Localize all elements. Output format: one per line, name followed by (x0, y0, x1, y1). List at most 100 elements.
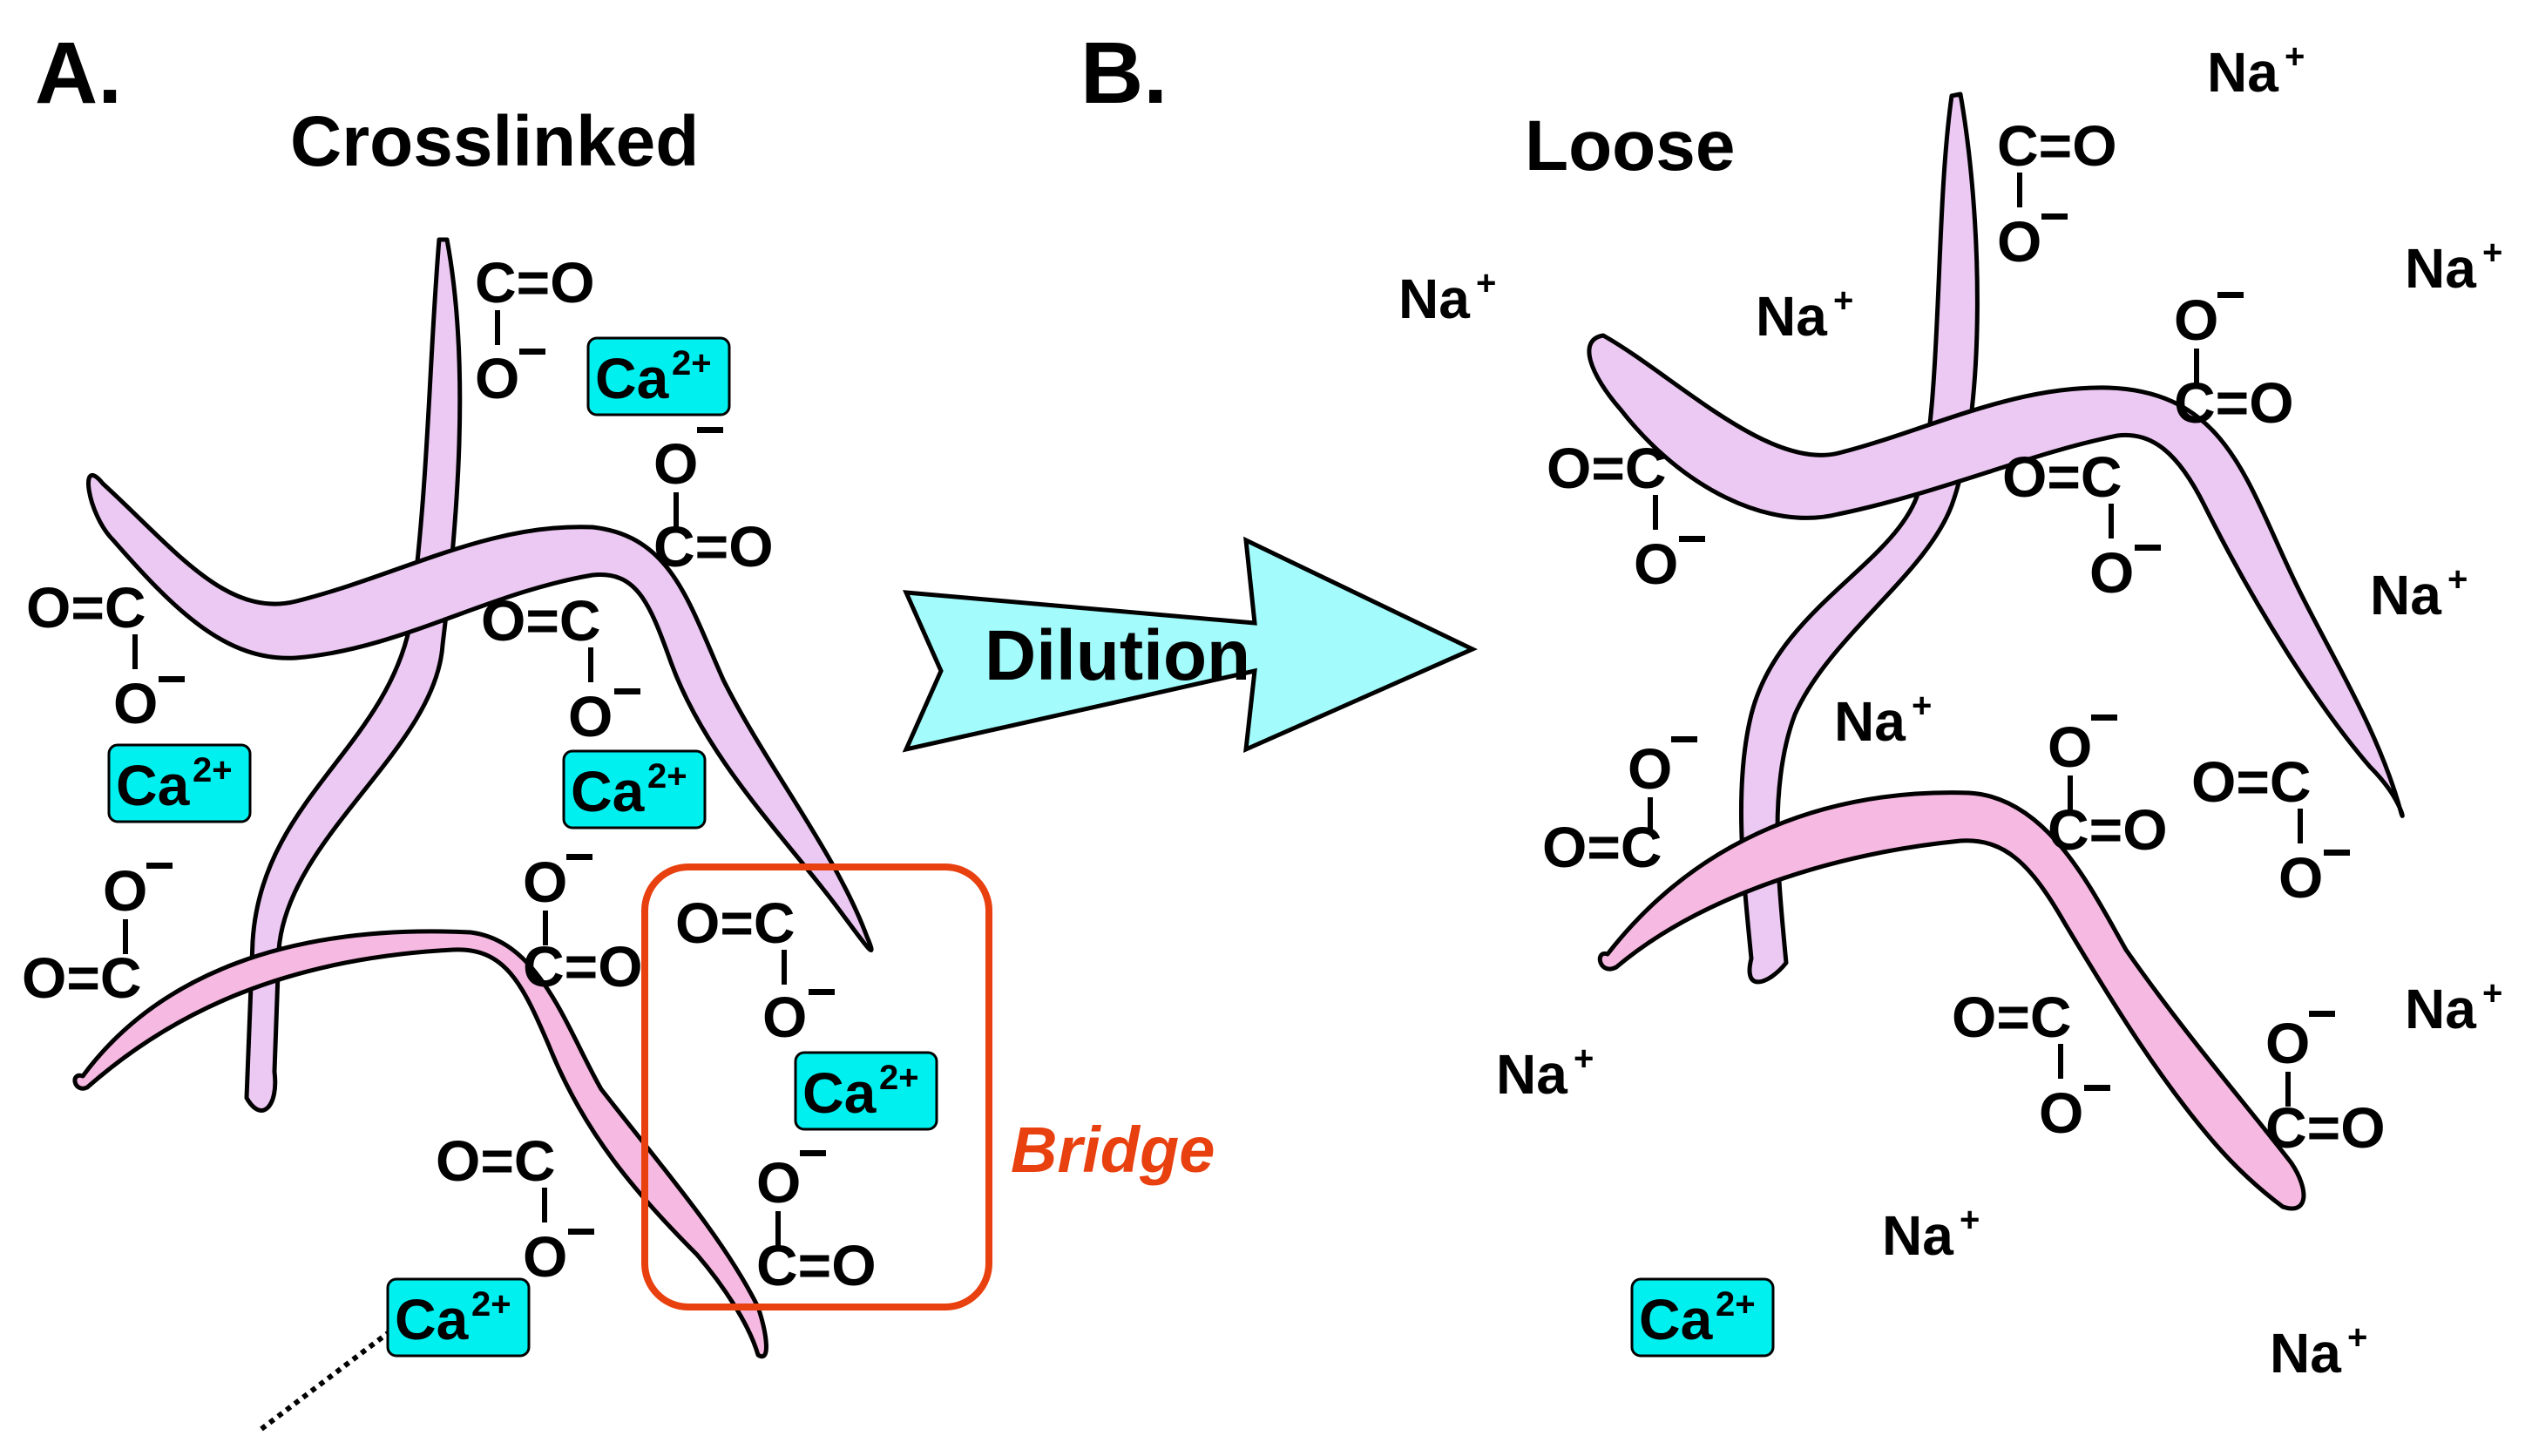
carboxylate-b6: O C=O (2048, 714, 2168, 862)
sodium-ion: Na+ (1834, 687, 1932, 753)
carboxylate-b2: O C=O (2174, 288, 2294, 435)
carbonyl-reverse-label: O=C (481, 588, 601, 653)
oxygen-label: O (2265, 1011, 2310, 1075)
sodium-ion: Na+ (1756, 281, 1853, 348)
oxygen-label: O (523, 1224, 567, 1289)
carbonyl-label: C=O (2048, 797, 2168, 862)
oxygen-label: O (2048, 714, 2092, 779)
bond-line (1653, 495, 1658, 530)
minus-sign (2091, 714, 2117, 721)
sodium-ion: Na+ (2370, 560, 2468, 626)
polymer-chains-b (1587, 91, 2405, 1211)
carbonyl-label: C=O (475, 250, 595, 315)
minus-sign (568, 1229, 594, 1235)
calcium-charge: 2+ (1716, 1285, 1756, 1324)
carboxylate-a2: O C=O (653, 427, 774, 579)
carbonyl-label: C=O (756, 1233, 877, 1297)
oxygen-label: O (756, 1150, 801, 1215)
minus-sign (146, 863, 173, 869)
minus-sign (519, 349, 545, 355)
carboxylate-a6: O C=O (523, 850, 643, 999)
oxygen-label: O (2278, 845, 2323, 910)
bond-line (2058, 1044, 2063, 1079)
carbonyl-reverse-label: O=C (436, 1128, 556, 1193)
calcium-ion-a1: Ca 2+ (586, 336, 731, 416)
sodium-charge: + (1912, 687, 1932, 725)
sodium-ion: Na+ (1882, 1201, 1980, 1267)
sodium-label: Na (2405, 978, 2476, 1040)
oxygen-label: O (2039, 1080, 2083, 1145)
polymer-chain-upper-b (1587, 333, 2405, 818)
carboxylate-a5: O O=C (22, 858, 173, 1010)
bridge-box (641, 863, 992, 1310)
sodium-ion: Na+ (2405, 974, 2502, 1040)
calcium-label: Ca (802, 1060, 877, 1125)
sodium-charge: + (1476, 264, 1496, 302)
polymer-chain-lower-b (1597, 790, 2306, 1211)
carbonyl-reverse-label: O=C (22, 945, 142, 1010)
calcium-label: Ca (1639, 1287, 1714, 1351)
bond-line (775, 1211, 781, 1246)
minus-sign (2041, 213, 2068, 220)
minus-sign (1671, 736, 1697, 742)
oxygen-label: O (523, 850, 567, 914)
calcium-ion-b1: Ca 2+ (1630, 1277, 1775, 1358)
calcium-label: Ca (571, 759, 646, 823)
minus-sign (800, 1150, 826, 1156)
panel-b-letter: B. (1080, 24, 1168, 122)
carbonyl-reverse-label: O=C (2191, 749, 2312, 814)
carboxylate-b8: O=C O (1952, 985, 2110, 1145)
calcium-charge: 2+ (879, 1059, 919, 1097)
panel-b: B. Loose C=O O O C=O O=C O O=C (1080, 24, 2502, 1385)
bond-line (2068, 775, 2073, 810)
carboxylate-b5: O O=C (1542, 736, 1697, 879)
sodium-charge: + (2482, 234, 2502, 272)
oxygen-label: O (2089, 540, 2134, 605)
oxygen-label: O (475, 346, 519, 410)
sodium-label: Na (2405, 237, 2476, 300)
minus-sign (2324, 850, 2350, 856)
minus-sign (1679, 536, 1705, 542)
minus-sign (2309, 1011, 2335, 1017)
oxygen-label: O (762, 985, 807, 1049)
minus-sign (697, 427, 723, 433)
polymer-chains-a (72, 237, 874, 1359)
carboxylate-b1: C=O O (1997, 113, 2117, 274)
panel-a: A. Crosslinked C=O O O C=O O=C O (22, 24, 1215, 1432)
polymer-chain-upper (86, 473, 874, 952)
oxygen-label: O (103, 858, 147, 923)
oxygen-label: O (653, 431, 698, 496)
calcium-label: Ca (116, 753, 191, 817)
sodium-label: Na (1496, 1043, 1567, 1106)
sodium-ion: Na+ (1496, 1040, 1594, 1106)
carbonyl-reverse-label: O=C (26, 575, 146, 640)
minus-sign (2135, 545, 2161, 551)
oxygen-label: O (1628, 736, 1672, 801)
arrow-label: Dilution (985, 616, 1250, 695)
sodium-label: Na (1882, 1204, 1953, 1267)
sodium-label: Na (1398, 267, 1470, 330)
sodium-charge: + (2447, 560, 2468, 599)
calcium-label: Ca (395, 1287, 470, 1351)
bond-line (2017, 173, 2022, 207)
oxygen-label: O (1997, 209, 2041, 274)
calcium-charge: 2+ (647, 757, 687, 796)
arrow-shape (902, 536, 1478, 754)
oxygen-label: O (1634, 532, 1678, 596)
sodium-ions: Na+ Na+ Na+ Na+ Na+ Na+ Na+ Na+ Na+ Na+ (1398, 37, 2502, 1385)
carboxylate-a1: C=O O (475, 250, 595, 410)
sodium-charge: + (1833, 281, 1853, 320)
sodium-label: Na (2270, 1322, 2341, 1385)
sodium-charge: + (2482, 974, 2502, 1012)
oxygen-label: O (2174, 288, 2218, 352)
polymer-chain-vertical-b (1738, 91, 1980, 985)
carbonyl-label: C=O (2265, 1095, 2386, 1160)
calcium-box (1630, 1277, 1775, 1358)
carbonyl-reverse-label: O=C (2002, 444, 2122, 509)
carbonyl-reverse-label: O=C (675, 891, 795, 955)
bond-line (674, 492, 679, 527)
calcium-ion-a3: Ca 2+ (562, 749, 707, 830)
bond-line (2109, 504, 2114, 538)
